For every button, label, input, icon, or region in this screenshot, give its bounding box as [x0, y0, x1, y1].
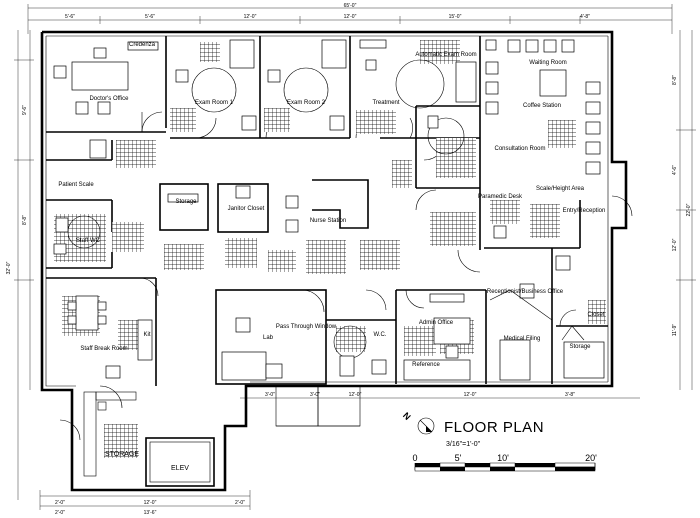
label-consult-room: Consultation Room [494, 146, 545, 152]
interior-walls [46, 36, 608, 386]
dim-bot-d: 3'-0" [265, 392, 275, 398]
label-closet: Closet [587, 312, 604, 318]
label-elev: ELEV [171, 465, 189, 472]
dim-overall: 65'-0" [344, 3, 357, 9]
label-wc: W.C. [374, 332, 387, 338]
dim-right-b: 4'-6" [672, 165, 678, 175]
label-reference: Reference [412, 362, 440, 368]
dim-right-a: 8'-8" [672, 75, 678, 85]
dim-right-c: 12'-0" [672, 238, 678, 251]
scale-label-20: 20' [585, 453, 597, 463]
dim-right-total: 22'-0" [686, 203, 692, 216]
label-specimen-pass: Pass Through Window [276, 324, 337, 330]
room-labels: Doctor's Office Credenza Exam Room 1 Exa… [58, 42, 605, 472]
scale-label-10: 10' [497, 453, 509, 463]
dim-left-b: 8'-8" [22, 215, 28, 225]
label-admin-office: Admin Office [419, 320, 454, 326]
dim-bot-g: 12'-0" [464, 392, 477, 398]
label-janitor-closet: Janitor Closet [228, 206, 265, 212]
tile-hatching [54, 40, 606, 458]
dim-bot-f: 12'-0" [349, 392, 362, 398]
scale-bar: 0 5' 10' 20' [412, 453, 597, 472]
label-kit: Kit [143, 332, 150, 338]
label-automatic-exam: Automatic Exam Room [415, 52, 476, 58]
dimension-labels: 65'-0" 5'-6" 5'-6" 12'-0" 12'-0" 15'-0" … [6, 3, 692, 516]
label-med-filing: Medical Filing [504, 336, 541, 342]
label-scale-area: Scale/Height Area [536, 186, 585, 192]
label-waiting-room: Waiting Room [529, 60, 566, 66]
dim-seg2: 5'-6" [145, 14, 155, 20]
label-treatment: Treatment [372, 100, 399, 106]
dim-bot-c: 2'-0" [235, 500, 245, 506]
plan-scale: 3/16"=1'-0" [446, 441, 481, 448]
dim-bot2-a: 2'-0" [55, 510, 65, 516]
north-arrow-icon: N [401, 410, 435, 435]
dim-seg3: 12'-0" [244, 14, 257, 20]
furniture [53, 39, 605, 487]
dim-seg6: 4'-8" [580, 14, 590, 20]
label-lab: Lab [263, 335, 274, 341]
dim-left-a: 9'-6" [22, 105, 28, 115]
dim-right-d: 11'-9" [672, 324, 678, 337]
label-staff-wc: Staff WC [76, 238, 101, 244]
title-block: FLOOR PLAN 3/16"=1'-0" [444, 419, 544, 448]
label-coffee-station: Coffee Station [523, 103, 561, 109]
dim-seg1: 5'-6" [65, 14, 75, 20]
label-nurse-station: Nurse Station [310, 218, 346, 224]
label-storage-small: Storage [175, 199, 197, 205]
label-exam-room-2: Exam Room 2 [287, 100, 326, 106]
label-paramedic-desk: Paramedic Desk [478, 194, 523, 200]
dim-bot-b: 12'-0" [144, 500, 157, 506]
label-staff-break-room: Staff Break Room [80, 346, 127, 352]
plan-title: FLOOR PLAN [444, 419, 544, 436]
label-patient-scale: Patient Scale [58, 182, 94, 188]
label-storage: STORAGE [105, 451, 139, 458]
dim-left-total: 32'-0" [6, 261, 12, 274]
svg-text:N: N [401, 410, 413, 422]
label-entry-reception: Entry/Reception [563, 208, 606, 214]
dim-bot2-b: 13'-6" [144, 510, 157, 516]
dim-seg4: 12'-0" [344, 14, 357, 20]
dim-seg5: 15'-0" [449, 14, 462, 20]
dim-bot-h: 3'-8" [565, 392, 575, 398]
label-business-office: Receptionist/Business Office [487, 289, 564, 295]
dim-bot-e: 3'-0" [310, 392, 320, 398]
label-credenza: Credenza [129, 42, 156, 48]
label-doctors-office: Doctor's Office [89, 96, 129, 102]
dimension-lines [14, 4, 696, 510]
label-exam-room-1: Exam Room 1 [195, 100, 234, 106]
dim-bot-a: 2'-0" [55, 500, 65, 506]
label-storage-right: Storage [569, 344, 591, 350]
exterior-walls [40, 30, 628, 492]
door-swings [59, 111, 633, 441]
scale-label-0: 0 [412, 453, 417, 463]
scale-label-5: 5' [455, 453, 462, 463]
